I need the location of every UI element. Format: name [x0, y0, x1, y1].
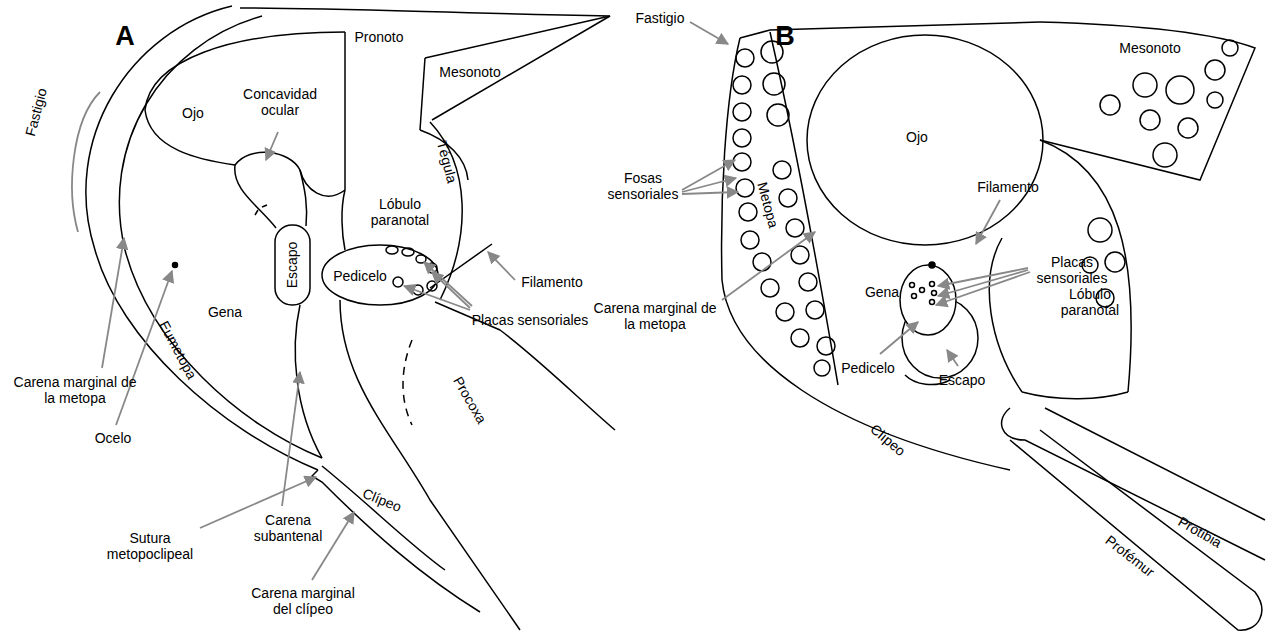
part-label: Filamento	[977, 179, 1038, 195]
part-label: Ocelo	[95, 430, 132, 446]
part-label: Eumetopa	[156, 318, 200, 382]
part-label: Metopa	[754, 180, 782, 229]
part-label: Pronoto	[354, 29, 403, 45]
part-label: Procoxa	[450, 374, 490, 427]
panel-letter: A	[115, 21, 135, 52]
part-label: Fastigio	[635, 10, 684, 26]
part-label: Carena marginal de la metopa	[13, 374, 138, 406]
part-label: Protibia	[1175, 513, 1224, 551]
part-label: Tégula	[434, 139, 461, 185]
part-label: Fosas sensoriales	[598, 170, 688, 202]
part-label: Mesonoto	[1119, 40, 1180, 56]
part-label: Carena subantenal	[248, 512, 328, 544]
part-label: Mesonoto	[439, 64, 500, 80]
part-label: Concavidad ocular	[238, 86, 323, 118]
part-label: Gena	[208, 304, 242, 320]
part-label: Ojo	[906, 129, 928, 145]
part-label: Lóbulo paranotal	[360, 196, 440, 228]
part-label: Filamento	[521, 274, 582, 290]
part-label: Placas sensoriales	[472, 312, 589, 328]
panel-letter: B	[775, 21, 795, 52]
part-label: Escapo	[284, 242, 300, 289]
part-label: Fastigio	[22, 86, 50, 138]
part-label: Carena marginal del clípeo	[241, 585, 366, 617]
part-label: Escapo	[939, 372, 986, 388]
part-label: Carena marginal de la metopa	[593, 300, 718, 332]
part-label: Clípeo	[360, 485, 404, 515]
part-label: Lóbulo paranotal	[1050, 286, 1130, 318]
part-label: Placas sensoriales	[1027, 254, 1117, 286]
part-label: Ojo	[182, 105, 204, 121]
part-label: Pedicelo	[333, 268, 387, 284]
part-label: Sutura metopoclipeal	[100, 530, 200, 562]
part-label: Pedicelo	[841, 360, 895, 376]
part-label: Gena	[865, 284, 899, 300]
